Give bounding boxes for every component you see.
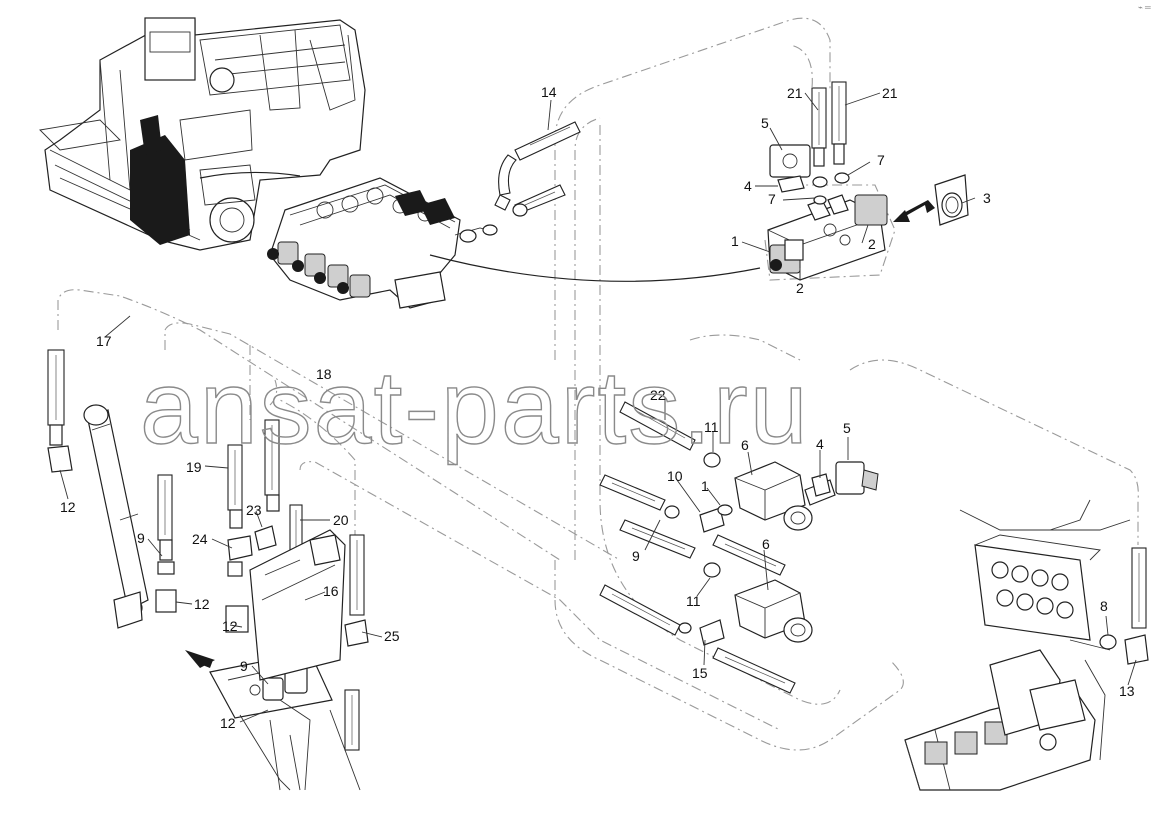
callout-6: 6 <box>741 437 749 453</box>
callout-21: 21 <box>882 85 898 101</box>
lift-cylinder-assembly <box>47 349 369 791</box>
callout-19: 19 <box>186 459 202 475</box>
callout-3: 3 <box>983 190 991 206</box>
callout-7: 7 <box>768 191 776 207</box>
callout-11: 11 <box>704 419 719 435</box>
callout-18: 18 <box>316 366 332 382</box>
hose-routing-paths <box>57 17 1139 751</box>
callout-1: 1 <box>731 233 739 249</box>
callout-12: 12 <box>194 596 210 612</box>
callout-6: 6 <box>762 536 770 552</box>
auxiliary-valve-assembly <box>764 44 969 281</box>
callout-14: 14 <box>541 84 557 100</box>
callout-9: 9 <box>240 658 248 674</box>
callout-10: 10 <box>667 468 683 484</box>
callout-9: 9 <box>137 530 145 546</box>
callout-12: 12 <box>220 715 236 731</box>
callout-13: 13 <box>1119 683 1135 699</box>
pump-manifold-assembly <box>904 499 1149 791</box>
callout-16: 16 <box>323 583 339 599</box>
callout-8: 8 <box>1100 598 1108 614</box>
callout-11: 11 <box>686 593 701 609</box>
callout-17: 17 <box>96 333 112 349</box>
callout-9: 9 <box>632 548 640 564</box>
leader-lines <box>59 92 1137 723</box>
callout-4: 4 <box>744 178 752 194</box>
callout-15: 15 <box>692 665 708 681</box>
callout-1: 1 <box>701 478 709 494</box>
callout-25: 25 <box>384 628 400 644</box>
watermark: ansat-parts.ru <box>140 350 810 466</box>
callout-4: 4 <box>816 436 824 452</box>
callout-2: 2 <box>796 280 804 296</box>
callout-5: 5 <box>761 115 769 131</box>
callout-22: 22 <box>650 387 666 403</box>
hose-14 <box>494 121 581 217</box>
callout-23: 23 <box>246 502 262 518</box>
callout-20: 20 <box>333 512 349 528</box>
control-valves-middle <box>599 401 879 694</box>
callout-12: 12 <box>222 618 238 634</box>
callout-21: 21 <box>787 85 803 101</box>
machine-overview-illustration <box>39 17 366 251</box>
callout-2: 2 <box>868 236 876 252</box>
corner-mark: ⌁ ═ <box>1138 3 1151 12</box>
main-valve-bank <box>267 177 761 309</box>
callout-12: 12 <box>60 499 76 515</box>
callout-24: 24 <box>192 531 208 547</box>
callout-labels: 14 21 21 5 7 4 7 3 1 2 2 17 18 22 11 6 4… <box>60 84 1135 731</box>
callout-7: 7 <box>877 152 885 168</box>
callout-5: 5 <box>843 420 851 436</box>
